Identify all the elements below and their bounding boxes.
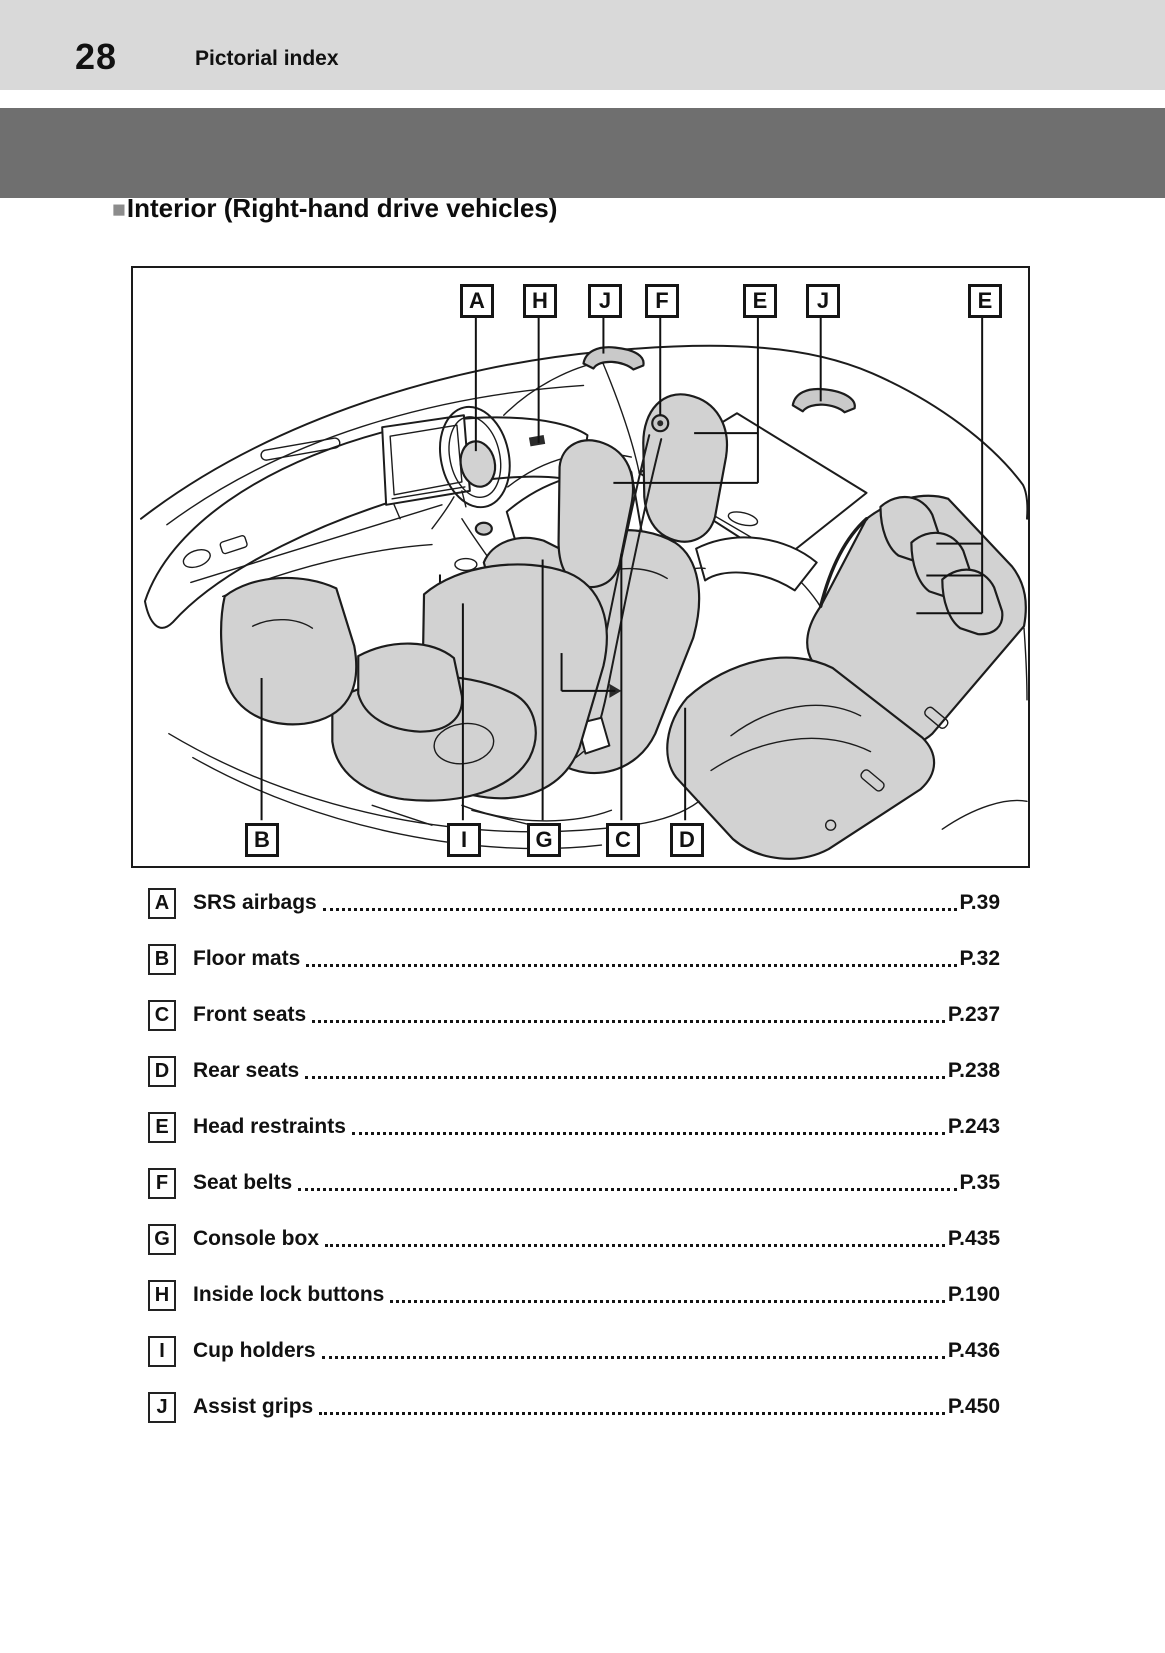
callout-label-c: C <box>606 823 640 857</box>
index-item-name: Console box <box>193 1227 320 1250</box>
index-row-i: I Cup holders P.436 <box>148 1323 1000 1379</box>
dotted-leader <box>298 1187 957 1191</box>
index-item-name: Cup holders <box>193 1339 316 1362</box>
index-item-page: P.436 <box>947 1339 1000 1362</box>
index-row-a: A SRS airbags P.39 <box>148 875 1000 931</box>
index-row-b: B Floor mats P.32 <box>148 931 1000 987</box>
index-item-name: Rear seats <box>193 1059 300 1082</box>
air-vent-icon <box>182 548 211 569</box>
defroster-vent-icon <box>260 437 341 461</box>
index-letter-b: B <box>148 943 176 975</box>
section-title: Pictorial index <box>195 47 339 70</box>
index-item-name: Head restraints <box>193 1115 346 1138</box>
index-row-g: G Console box P.435 <box>148 1211 1000 1267</box>
page-title: ■Interior (Right-hand drive vehicles) <box>112 193 557 224</box>
dotted-leader <box>312 1019 945 1023</box>
steering-wheel-icon <box>431 405 511 530</box>
cabin-outline <box>139 344 1028 701</box>
index-letter-d: D <box>148 1055 176 1087</box>
index-letter-c: C <box>148 999 176 1031</box>
index-item-page: P.32 <box>959 947 1001 970</box>
assist-grip-icon <box>791 387 856 414</box>
callout-label-g: G <box>527 823 561 857</box>
chapter-divider-band <box>0 108 1165 198</box>
index-row-j: J Assist grips P.450 <box>148 1379 1000 1435</box>
index-letter-a: A <box>148 887 176 919</box>
index-row-c: C Front seats P.237 <box>148 987 1000 1043</box>
rear-seat <box>666 494 1028 860</box>
dotted-leader <box>306 963 957 967</box>
index-item-page: P.39 <box>959 891 1001 914</box>
index-row-e: E Head restraints P.243 <box>148 1099 1000 1155</box>
callout-label-b: B <box>245 823 279 857</box>
header-bar: 28 Pictorial index <box>0 0 1165 90</box>
door-handle-icon <box>727 511 759 527</box>
page-title-text: Interior (Right-hand drive vehicles) <box>126 193 558 223</box>
index-item-name: Floor mats <box>193 947 301 970</box>
callout-label-e: E <box>968 284 1002 318</box>
dotted-leader <box>305 1075 945 1079</box>
inside-lock-button-icon <box>528 435 546 447</box>
shift-knob-icon <box>474 521 493 536</box>
callout-lines <box>260 317 984 821</box>
square-bullet-icon: ■ <box>112 196 126 222</box>
floor-mat-icon <box>219 576 464 733</box>
assist-grip-icon <box>582 346 645 371</box>
driver-airbag-icon <box>459 440 497 488</box>
index-item-page: P.450 <box>947 1395 1000 1418</box>
dotted-leader <box>319 1411 945 1415</box>
dotted-leader <box>321 1355 945 1359</box>
index-row-h: H Inside lock buttons P.190 <box>148 1267 1000 1323</box>
index-item-page: P.243 <box>947 1115 1000 1138</box>
index-letter-i: I <box>148 1335 176 1367</box>
rear-head-restraint-icon <box>941 568 1004 636</box>
dotted-leader <box>390 1299 945 1303</box>
index-item-page: P.190 <box>947 1283 1000 1306</box>
index-item-page: P.435 <box>947 1227 1000 1250</box>
callout-label-j: J <box>588 284 622 318</box>
cup-holder-icon <box>454 557 478 572</box>
index-item-name: SRS airbags <box>193 891 317 914</box>
index-item-page: P.35 <box>959 1171 1001 1194</box>
index-item-name: Inside lock buttons <box>193 1283 385 1306</box>
callout-label-i: I <box>447 823 481 857</box>
callout-label-d: D <box>670 823 704 857</box>
callout-label-h: H <box>523 284 557 318</box>
callout-label-j: J <box>806 284 840 318</box>
car-interior-art <box>139 317 1028 860</box>
dotted-leader <box>351 1131 945 1135</box>
dotted-leader <box>322 907 957 911</box>
callout-label-e: E <box>743 284 777 318</box>
index-item-page: P.237 <box>947 1003 1000 1026</box>
nav-screen <box>381 414 471 520</box>
index-item-name: Front seats <box>193 1003 307 1026</box>
air-vent-icon <box>219 535 248 555</box>
index-letter-f: F <box>148 1167 176 1199</box>
index-item-name: Seat belts <box>193 1171 293 1194</box>
index-letter-e: E <box>148 1111 176 1143</box>
index-item-page: P.238 <box>947 1059 1000 1082</box>
dotted-leader <box>325 1243 945 1247</box>
callout-label-f: F <box>645 284 679 318</box>
callout-label-a: A <box>460 284 494 318</box>
index-letter-j: J <box>148 1391 176 1423</box>
page-number: 28 <box>75 36 118 77</box>
index-item-name: Assist grips <box>193 1395 314 1418</box>
index-row-d: D Rear seats P.238 <box>148 1043 1000 1099</box>
index-row-f: F Seat belts P.35 <box>148 1155 1000 1211</box>
index-letter-g: G <box>148 1223 176 1255</box>
index-letter-h: H <box>148 1279 176 1311</box>
